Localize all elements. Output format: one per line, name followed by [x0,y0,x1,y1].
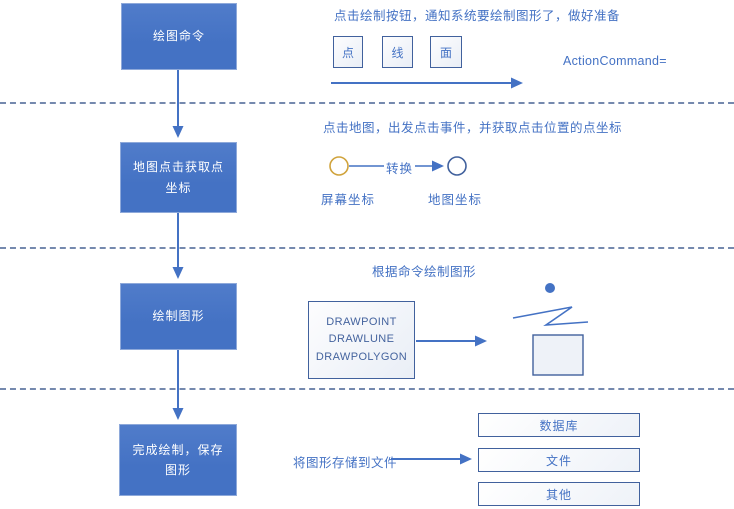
command-drawline: DRAWLUNE [328,333,395,346]
option-line: 线 [382,36,413,68]
point-shape [545,283,555,293]
option-point: 点 [333,36,363,68]
flow-step-label: 绘制图形 [152,309,205,324]
screen-coordinate-circle [329,156,349,176]
flow-step-label: 绘图命令 [152,29,205,44]
storage-database-box: 数据库 [478,413,640,437]
section-divider-2 [0,247,734,249]
section-divider-3 [0,388,734,390]
storage-other-box: 其他 [478,482,640,506]
flow-step-label: 完成绘制，保存图形 [132,442,224,477]
polygon-shape [532,334,584,376]
option-polygon: 面 [430,36,462,68]
section3-caption: 根据命令绘制图形 [372,265,477,279]
line-shape [512,306,589,327]
draw-commands-box: DRAWPOINT DRAWLUNE DRAWPOLYGON [308,301,415,379]
command-drawpolygon: DRAWPOLYGON [315,350,408,363]
section4-caption: 将图形存储到文件 [293,456,398,470]
flow-step-label: 地图点击获取点坐标 [132,160,224,195]
storage-file-box: 文件 [478,448,640,472]
flow-step-save-shape: 完成绘制，保存图形 [119,424,237,496]
action-command-label: ActionCommand= [563,54,667,68]
flow-step-draw-shape: 绘制图形 [120,283,237,350]
section2-caption: 点击地图，出发点击事件，并获取点击位置的点坐标 [323,121,623,135]
flow-step-draw-command: 绘图命令 [121,3,237,70]
section-divider-1 [0,102,734,104]
transform-label: 转换 [384,158,416,177]
screen-coordinate-label: 屏幕坐标 [321,193,376,207]
map-coordinate-circle [447,156,467,176]
command-drawpoint: DRAWPOINT [326,315,397,328]
flow-step-map-click: 地图点击获取点坐标 [120,142,237,213]
section1-caption: 点击绘制按钮，通知系统要绘制图形了，做好准备 [334,9,621,23]
map-coordinate-label: 地图坐标 [428,193,483,207]
